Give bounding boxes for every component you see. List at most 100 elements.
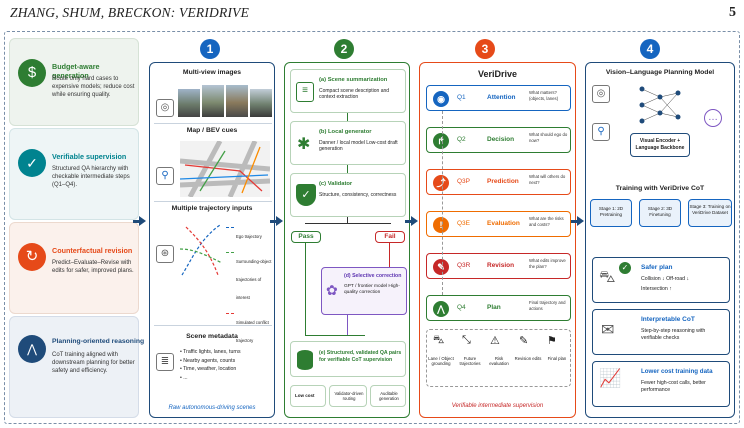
chat-bubble-icon: ✉ [601,322,615,339]
step-c-title: (c) Validator [319,181,353,187]
row-question: What matters? (objects, lanes) [529,90,559,101]
row-name: Decision [487,136,515,143]
eye-icon: ◉ [433,91,449,107]
q2-row: ↱ Q2 Decision What should ego do now? [426,127,571,153]
row-name: Evaluation [487,220,520,227]
q3r-row: ✎ Q3R Revision What edits improve the pl… [426,253,571,279]
benefit-text: Predict–Evaluate–Revise with edits for s… [52,260,134,275]
row-id: Q3R [457,262,471,269]
path-icon: ⤴ [433,175,449,191]
benefit-title: Planning-oriented reasoning [52,338,145,345]
document-icon: ≣ [156,353,174,371]
row-name: Revision [487,262,515,269]
row-id: Q1 [457,94,466,101]
arrow-1-to-2 [270,216,283,226]
legend-ego: Ego trajectory [226,225,274,243]
location-pin-icon: ⚲ [592,123,610,141]
trajectory-title: Multiple trajectory inputs [171,205,253,212]
step-a: ≡ (a) Scene summarization Compact scene … [290,69,406,113]
car-icon: ⛍ [599,269,616,286]
chat-icon: … [704,109,722,127]
legend-simulated: Simulated conflict trajectory [226,311,274,347]
safer-line-2: Intersection ↑ [641,286,672,292]
cost-title: Lower cost training data [641,368,713,375]
inputs-footer: Raw autonomous-driving scenes [168,405,256,411]
connector [347,217,348,223]
veridrive-title: VeriDrive [477,69,518,79]
bottom-label: Future trajectories [459,356,481,367]
neural-network-icon [639,86,681,124]
arrow-3-to-4 [571,216,584,226]
step-b-text: Danner / local model Low-cost draft gene… [319,140,398,153]
metadata-item: • Nearby agents, counts [180,357,236,364]
row-id: Q3P [457,178,471,185]
step-d-text: GPT / frontier model High-quality correc… [344,284,400,295]
lower-cost-card: 📈 Lower cost training data Fewer high-co… [592,361,730,407]
legend-label: Surrounding-object trajectories of inter… [236,259,272,300]
camera-image [250,89,272,117]
benefit-title: Verifiable supervision [52,152,127,161]
vlm-box: Visual Encoder + Language Backbone [630,133,690,157]
shield-check-icon: ✓ [18,149,46,177]
step-2-badge: 2 [334,39,354,59]
metadata-item: • Time, weather, location [180,366,237,372]
map-title: Map / BEV cues [186,127,238,134]
safer-title: Safer plan [641,264,673,271]
row-question: What should ego do now? [529,132,568,143]
divider [154,123,272,124]
q4-row: ⋀ Q4 Plan Final trajectory and actions [426,295,571,321]
trend-up-icon: 📈 [599,368,622,388]
step-d: ✿ (d) Selective correction GPT / frontie… [321,267,407,315]
warning-icon: ! [433,217,449,233]
generation-column: ≡ (a) Scene summarization Compact scene … [284,62,410,418]
row-name: Prediction [487,178,519,185]
benefit-title: Counterfactual revision [52,246,133,255]
training-column: Vision–Language Planning Model ◎ ⚲ Visua… [585,62,735,418]
page-number: 5 [729,5,736,20]
check-icon: ✓ [619,262,631,274]
multiview-images [178,85,272,119]
step-4-badge: 4 [640,39,660,59]
bottom-label: Lane / Object grounding [428,356,454,367]
money-icon: $ [18,59,46,87]
legend-label: Ego trajectory [236,234,262,239]
step-a-title: (a) Scene summarization [319,77,388,83]
stage-2: Stage 2: 3D Finetuning [639,199,681,227]
bottom-label: Final plan [547,356,567,361]
edit-icon: ✎ [433,259,449,275]
row-question: Final trajectory and actions [529,300,566,311]
trajectory-icon: ⤡ [462,334,471,346]
badge-label: Auditable generation [379,391,399,402]
row-question: What edits improve the plan? [529,258,566,269]
trajectory-legend: Ego trajectory Surrounding-object trajec… [226,225,274,347]
connector [347,315,348,335]
bottom-strip: ⛍ ⤡ ⚠ ✎ ⚑ Lane / Object grounding Future… [426,329,571,387]
step-1-badge: 1 [200,39,220,59]
badge-auditable: Auditable generation [370,385,406,407]
fail-badge: Fail [375,231,405,243]
shield-check-icon: ✓ [296,184,316,206]
safer-plan-card: ⛍ ✓ Safer plan Collision ↓ Off-road ↓ In… [592,257,730,303]
car-icon: ⛍ [433,334,445,346]
cot-title: Interpretable CoT [641,316,695,323]
road-icon: ⋀ [18,335,46,363]
step-e: (e) Structured, validated QA pairs for v… [290,341,406,377]
camera-image [226,85,248,117]
fail-line [389,243,390,267]
openai-icon: ✿ [326,282,338,298]
trajectory-plot [179,224,223,276]
pencil-icon: ✎ [519,335,529,347]
divider [154,201,272,202]
camera-icon: ◎ [156,99,174,117]
network-icon: ✱ [297,136,311,153]
badge-low-cost: Low cost [290,385,326,407]
divider [154,325,272,326]
running-header: ZHANG, SHUM, BRECKON: VERIDRIVE [10,5,250,20]
step-3-badge: 3 [475,39,495,59]
q3e-row: ! Q3E Evaluation What are the risks and … [426,211,571,237]
inputs-column: Multi-view images ◎ Map / BEV cues ⚲ Mul… [149,62,275,418]
warning-icon: ⚠ [490,335,500,347]
step-e-text: (e) Structured, validated QA pairs for v… [319,350,402,364]
flag-icon: ⚑ [547,335,557,347]
row-question: What will others do next? [529,174,566,185]
